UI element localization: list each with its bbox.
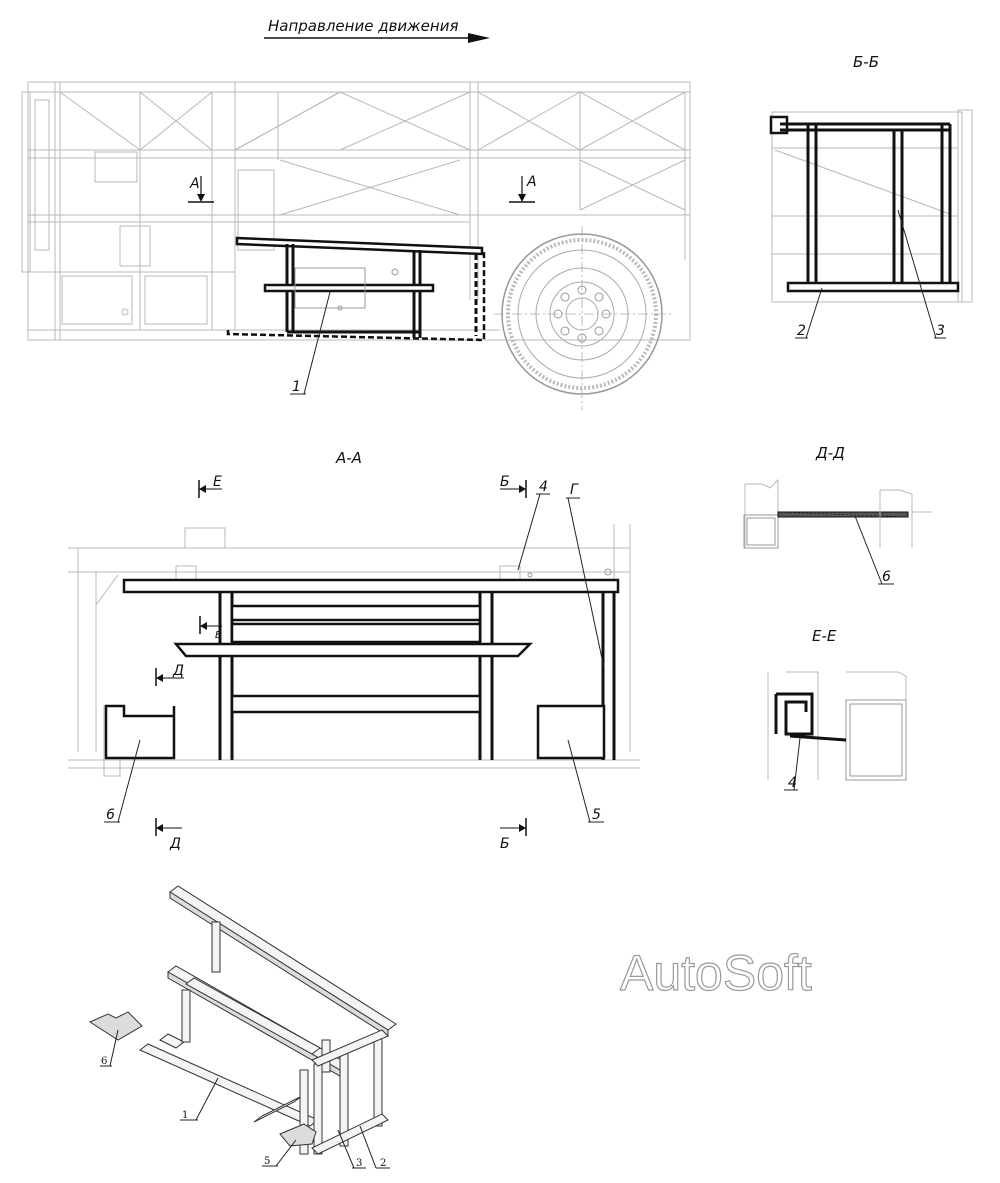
marker-g-label: Г <box>570 482 579 498</box>
section-dd-title: Д-Д <box>815 444 845 462</box>
marker-b-bottom: Б <box>500 818 527 852</box>
marker-g: Г <box>566 482 605 669</box>
section-dd: Д-Д 6 <box>743 444 932 585</box>
direction-caption: Направление движения <box>264 17 490 43</box>
marker-e-small-label: Е <box>215 630 222 641</box>
marker-e-top: Е <box>198 474 222 498</box>
section-mark-a-right: А <box>509 174 537 203</box>
watermark-autosoft: AutoSoft <box>620 945 812 1001</box>
callout-iso-3: 3 <box>356 1158 362 1169</box>
callout-item-2: 2 <box>797 323 806 339</box>
section-ee-title: Е-Е <box>812 627 837 645</box>
marker-b-top: Б <box>500 474 527 498</box>
section-a-label-left: А <box>189 176 200 192</box>
isometric-view: 6 5 1 3 2 <box>88 885 397 1169</box>
section-aa-title: А-А <box>335 449 362 467</box>
section-bb: Б-Б 2 3 <box>769 53 973 339</box>
section-aa: А-А <box>68 449 640 852</box>
callout-iso-1: 1 <box>182 1110 188 1121</box>
callout-item-6-aa: 6 <box>106 807 115 823</box>
section-ee: Е-Е 4 <box>767 627 907 791</box>
callout-item-4-ee: 4 <box>788 775 797 791</box>
direction-arrow-icon <box>468 33 490 43</box>
marker-e-small: Е <box>199 616 222 641</box>
callout-item-4-aa: 4 <box>539 479 548 495</box>
callout-item-1: 1 <box>292 379 301 395</box>
marker-b-label-bottom: Б <box>500 836 510 852</box>
callout-item-5-aa: 5 <box>592 807 601 823</box>
marker-d-mid: Д <box>155 663 184 686</box>
marker-b-label-top: Б <box>500 474 510 490</box>
section-mark-a-left: А <box>188 176 214 203</box>
marker-d-label-bottom: Д <box>169 836 181 852</box>
callout-item-3: 3 <box>936 323 945 339</box>
marker-d-bottom: Д <box>155 818 182 852</box>
callout-iso-5: 5 <box>264 1156 270 1167</box>
marker-e-label: Е <box>213 474 222 490</box>
rack-item-1-side <box>226 236 486 342</box>
marker-d-label-mid: Д <box>172 663 184 679</box>
side-view: А А <box>21 81 691 410</box>
section-bb-title: Б-Б <box>853 53 879 71</box>
callout-iso-2: 2 <box>380 1158 386 1169</box>
wheel <box>494 226 672 410</box>
section-a-label-right: А <box>526 174 537 190</box>
direction-label: Направление движения <box>268 17 458 35</box>
callout-iso-6: 6 <box>101 1056 107 1067</box>
callout-item-6-dd: 6 <box>882 569 891 585</box>
